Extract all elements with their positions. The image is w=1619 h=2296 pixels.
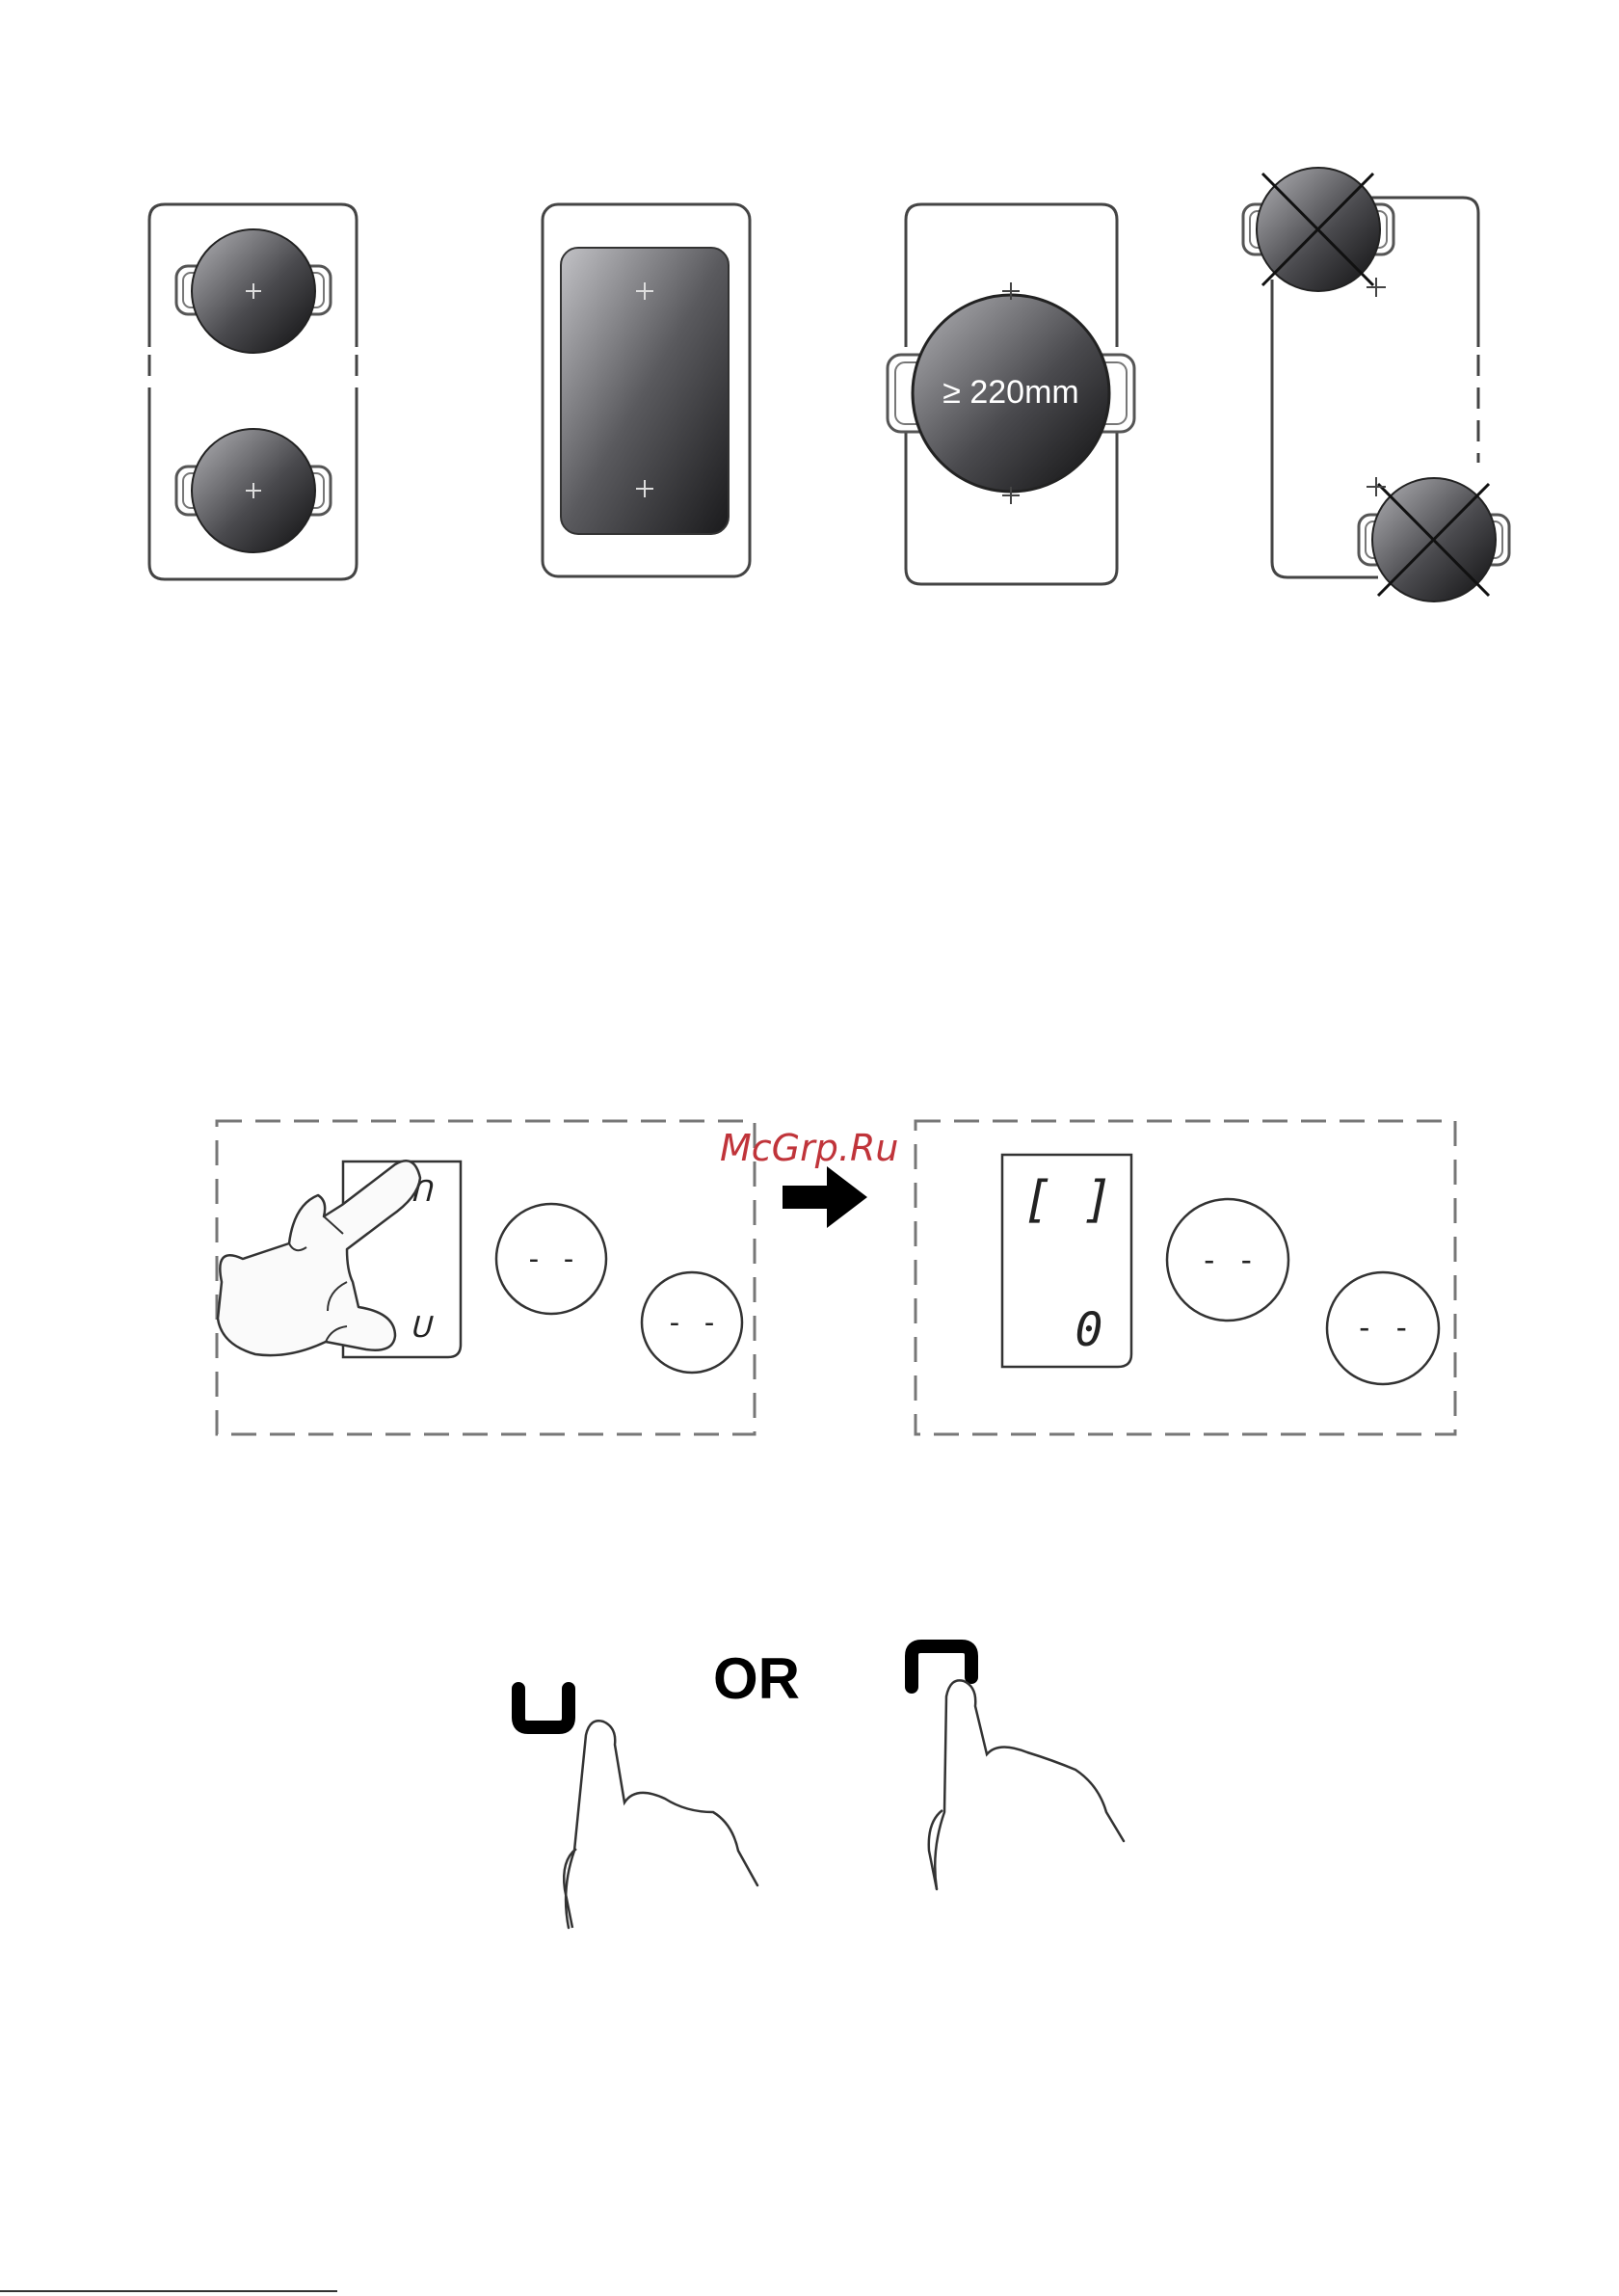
- or-label: OR: [713, 1646, 800, 1711]
- pan-top-icon: [176, 229, 331, 353]
- burner-ring-left-after: - -: [1167, 1199, 1288, 1321]
- zone-griddle: [543, 204, 750, 576]
- large-pan-icon: ≥ 220mm: [888, 282, 1134, 504]
- svg-text:- -: - -: [1355, 1309, 1411, 1346]
- zone-symbol-text: [ ]: [1022, 1171, 1113, 1229]
- burner-ring-left: - -: [496, 1204, 606, 1314]
- arrow-right-icon: [783, 1166, 867, 1228]
- burner-ring-right: - -: [642, 1272, 742, 1373]
- zone-wrong-placement: [1243, 168, 1509, 601]
- crossed-pan-bottom-icon: [1359, 477, 1509, 601]
- finger-press-up-icon: [912, 1646, 1124, 1889]
- panel-before: ᑎ ᑌ - - - -: [217, 1121, 755, 1434]
- zone-large-pan: ≥ 220mm: [888, 204, 1134, 584]
- pan-bottom-icon: [176, 429, 331, 552]
- watermark-text: McGrp.Ru: [720, 1127, 898, 1169]
- svg-text:- -: - -: [666, 1306, 718, 1340]
- svg-text:- -: - -: [525, 1242, 577, 1276]
- down-segment-glyph: ᑌ: [410, 1311, 434, 1345]
- svg-text:- -: - -: [1200, 1241, 1256, 1278]
- diameter-label: ≥ 220mm: [942, 374, 1078, 411]
- burner-ring-right-after: - -: [1327, 1272, 1439, 1384]
- zone-two-pans: [149, 204, 357, 579]
- zone-level-text: 0: [1075, 1303, 1103, 1357]
- finger-press-down-icon: [518, 1689, 757, 1928]
- crossed-pan-top-icon: [1243, 168, 1393, 297]
- panel-after: [ ] 0 - - - -: [916, 1121, 1455, 1434]
